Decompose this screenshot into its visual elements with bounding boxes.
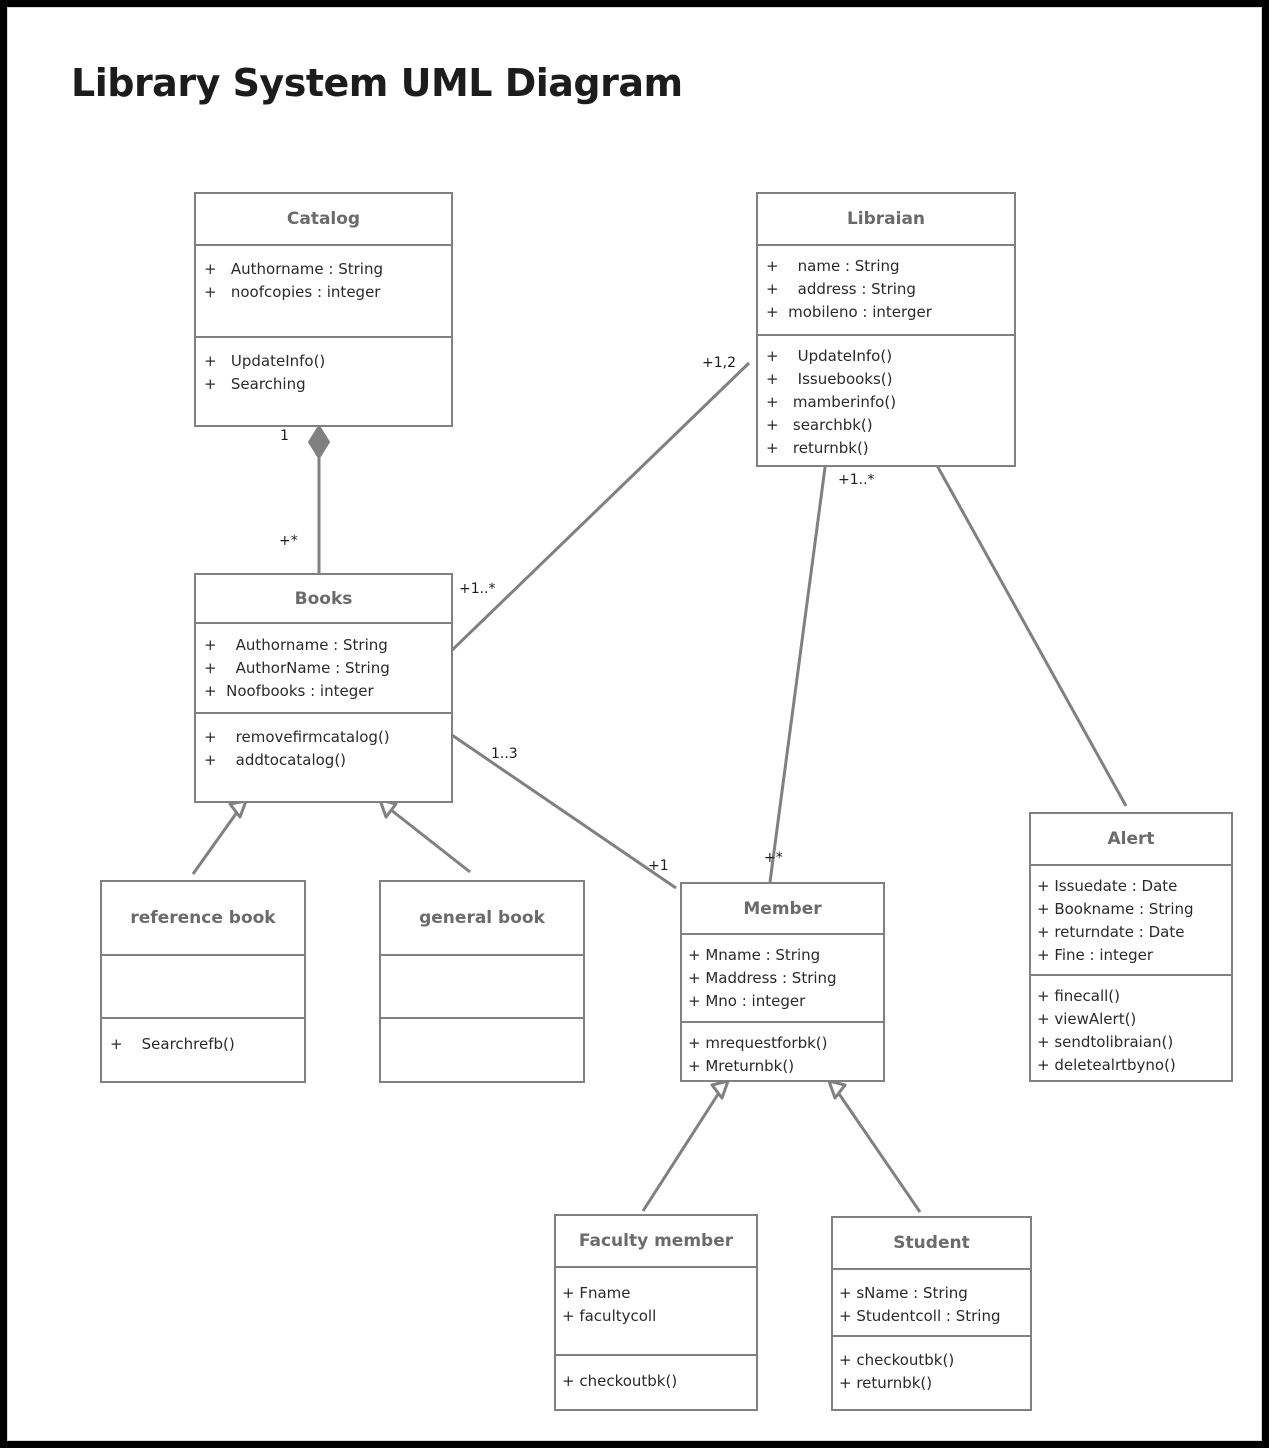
class-box-faculty-member[interactable]: Faculty member + Fname + facultycoll + c… <box>554 1214 758 1411</box>
method-row: + returnbk() <box>839 1374 933 1392</box>
multiplicity-libraian-books: +1,2 <box>702 355 736 371</box>
attribute-row: + Authorname : String <box>204 636 388 654</box>
method-row: + finecall() <box>1037 987 1120 1005</box>
methods-libraian: + UpdateInfo() + Issuebooks() + mamberin… <box>758 334 1014 465</box>
class-box-libraian[interactable]: Libraian + name : String + address : Str… <box>756 192 1016 467</box>
link-books-member <box>445 729 677 890</box>
link-books-libraian <box>444 361 751 658</box>
methods-member: + mrequestforbk() + Mreturnbk() <box>682 1021 883 1084</box>
attribute-row: + address : String <box>766 280 916 298</box>
attribute-row: + facultycoll <box>562 1307 657 1325</box>
multiplicity-books-end: +* <box>279 533 298 549</box>
methods-faculty-member: + checkoutbk() <box>556 1354 756 1413</box>
attribute-row: + Fname <box>562 1284 631 1302</box>
attribute-row: + noofcopies : integer <box>204 283 381 301</box>
methods-books: + removefirmcatalog() + addtocatalog() <box>196 712 451 805</box>
method-row: + UpdateInfo() <box>766 347 893 365</box>
attribute-row: + sName : String <box>839 1284 968 1302</box>
attribute-row: + Issuedate : Date <box>1037 877 1178 895</box>
attribute-row: + name : String <box>766 257 900 275</box>
multiplicity-books-libraian: +1..* <box>459 581 496 597</box>
method-row: + sendtolibraian() <box>1037 1033 1174 1051</box>
class-title-alert: Alert <box>1107 829 1155 849</box>
attributes-student: + sName : String + Studentcoll : String <box>833 1268 1030 1335</box>
class-title-faculty-member: Faculty member <box>578 1231 734 1251</box>
method-row: + Searchrefb() <box>110 1035 235 1053</box>
page-title: Library System UML Diagram <box>71 61 683 105</box>
methods-reference-book: + Searchrefb() <box>102 1017 304 1081</box>
multiplicity-member-books: +1 <box>648 858 669 874</box>
class-box-alert[interactable]: Alert + Issuedate : Date + Bookname : St… <box>1029 812 1233 1082</box>
attribute-row: + Bookname : String <box>1037 900 1194 918</box>
method-row: + Mreturnbk() <box>688 1057 795 1075</box>
link-faculty-member <box>641 1087 724 1212</box>
attributes-reference-book <box>102 954 304 1017</box>
method-row: + checkoutbk() <box>562 1372 678 1390</box>
link-libraian-member <box>768 459 828 883</box>
attribute-row: + Mname : String <box>688 946 821 964</box>
diagram-canvas: Library System UML Diagram <box>7 7 1262 1441</box>
class-box-reference-book[interactable]: reference book + Searchrefb() <box>100 880 306 1083</box>
attribute-row: + returndate : Date <box>1037 923 1185 941</box>
method-row: + viewAlert() <box>1037 1010 1137 1028</box>
link-general-book-books <box>385 804 471 874</box>
attribute-row: + Studentcoll : String <box>839 1307 1001 1325</box>
multiplicity-books-member: 1..3 <box>491 746 518 762</box>
class-box-member[interactable]: Member + Mname : String + Maddress : Str… <box>680 882 885 1082</box>
class-box-catalog[interactable]: Catalog + Authorname : String + noofcopi… <box>194 192 453 427</box>
method-row: + Issuebooks() <box>766 370 893 388</box>
method-row: + returnbk() <box>766 439 869 457</box>
attributes-libraian: + name : String + address : String + mob… <box>758 244 1014 334</box>
attribute-row: + Mno : integer <box>688 992 806 1010</box>
link-reference-book-books <box>191 807 242 875</box>
method-row: + addtocatalog() <box>204 751 347 769</box>
class-title-student: Student <box>893 1233 970 1253</box>
method-row: + removefirmcatalog() <box>204 728 390 746</box>
multiplicity-member-libraian: +* <box>764 850 783 866</box>
attribute-row: + mobileno : interger <box>766 303 932 321</box>
class-box-general-book[interactable]: general book <box>379 880 585 1083</box>
multiplicity-catalog-end: 1 <box>280 428 289 444</box>
multiplicity-libraian-member: +1..* <box>838 472 875 488</box>
attribute-row: + Fine : integer <box>1037 946 1154 964</box>
attribute-row: + Noofbooks : integer <box>204 682 374 700</box>
class-title-general-book: general book <box>419 908 545 928</box>
link-student-member <box>833 1087 922 1213</box>
attributes-faculty-member: + Fname + facultycoll <box>556 1266 756 1354</box>
method-row: + checkoutbk() <box>839 1351 955 1369</box>
class-title-reference-book: reference book <box>130 908 276 928</box>
attributes-member: + Mname : String + Maddress : String + M… <box>682 933 883 1021</box>
methods-catalog: + UpdateInfo() + Searching <box>196 336 451 427</box>
method-row: + mrequestforbk() <box>688 1034 828 1052</box>
method-row: + UpdateInfo() <box>204 352 326 370</box>
method-row: + Searching <box>204 375 306 393</box>
class-title-libraian: Libraian <box>846 209 926 229</box>
attributes-alert: + Issuedate : Date + Bookname : String +… <box>1031 864 1231 974</box>
attribute-row: + AuthorName : String <box>204 659 390 677</box>
class-title-catalog: Catalog <box>286 209 361 229</box>
attributes-catalog: + Authorname : String + noofcopies : int… <box>196 244 451 336</box>
class-box-student[interactable]: Student + sName : String + Studentcoll :… <box>831 1216 1032 1411</box>
class-title-books: Books <box>294 588 353 609</box>
attributes-books: + Authorname : String + AuthorName : Str… <box>196 622 451 712</box>
method-row: + mamberinfo() <box>766 393 897 411</box>
methods-alert: + finecall() + viewAlert() + sendtolibra… <box>1031 974 1231 1084</box>
method-row: + searchbk() <box>766 416 873 434</box>
link-libraian-alert <box>932 459 1128 807</box>
method-row: + deletealrtbyno() <box>1037 1056 1176 1074</box>
methods-general-book <box>381 1017 583 1081</box>
composition-diamond <box>307 424 331 460</box>
methods-student: + checkoutbk() + returnbk() <box>833 1335 1030 1409</box>
attributes-general-book <box>381 954 583 1017</box>
class-title-member: Member <box>743 898 822 919</box>
attribute-row: + Authorname : String <box>204 260 384 278</box>
attribute-row: + Maddress : String <box>688 969 837 987</box>
class-box-books[interactable]: Books + Authorname : String + AuthorName… <box>194 573 453 803</box>
